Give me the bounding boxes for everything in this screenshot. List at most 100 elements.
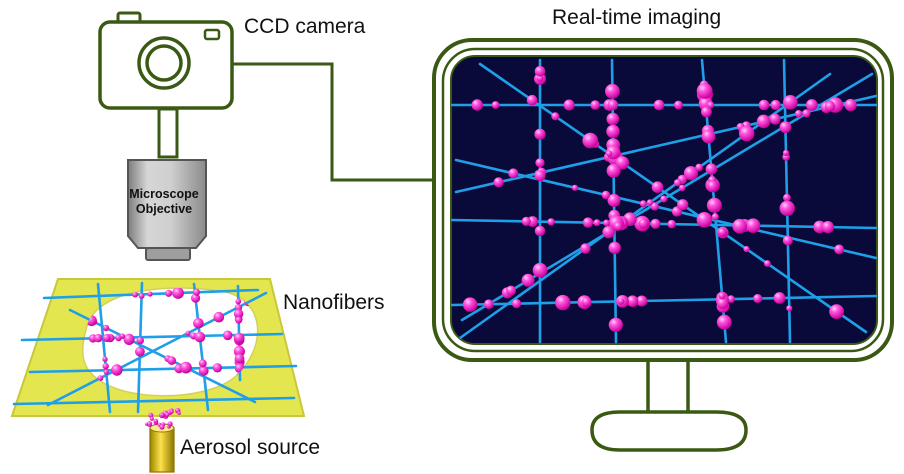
particle-dot [94, 334, 103, 343]
particle-dot [111, 364, 123, 376]
particle-dot [493, 177, 504, 188]
ccd-camera-label: CCD camera [244, 15, 366, 38]
particle-dot [674, 100, 683, 110]
particle-dot [193, 318, 204, 329]
particle-dot [753, 294, 763, 303]
particle-dot [779, 121, 792, 134]
particle-dot [758, 99, 770, 111]
aerosol-particle [165, 412, 170, 417]
particle-dot [534, 170, 546, 182]
particle-dot [615, 156, 629, 170]
particle-dot [547, 218, 555, 226]
aerosol-source-icon [145, 407, 181, 473]
particle-dot [212, 363, 223, 373]
particle-dot [235, 316, 243, 324]
particle-dot [580, 243, 591, 254]
monitor-icon [432, 38, 894, 452]
particle-dot [222, 330, 233, 341]
particle-dot [484, 299, 494, 310]
particle-dot [506, 285, 516, 296]
particle-dot [650, 218, 661, 229]
particle-dot [147, 291, 153, 297]
particle-dot [233, 345, 245, 357]
particle-dot [213, 311, 225, 323]
aerosol-particle [169, 409, 174, 414]
particle-dot [606, 150, 613, 157]
particle-dot [233, 309, 244, 319]
particle-dot [136, 336, 144, 345]
aerosol-source-label: Aerosol source [180, 436, 321, 459]
particle-dot [639, 200, 647, 208]
particle-dot [626, 295, 639, 308]
particle-dot [707, 180, 719, 192]
particle-dot [677, 199, 689, 211]
particle-dot [590, 100, 600, 110]
particle-dot [718, 292, 726, 300]
particle-dot [667, 219, 676, 229]
particle-dot [581, 297, 592, 307]
nanofiber-substrate [10, 278, 306, 417]
particle-dot [756, 114, 771, 129]
particle-dot [678, 184, 686, 192]
particle-dot [653, 99, 665, 111]
aerosol-particle [177, 411, 181, 415]
particle-dot [718, 228, 727, 237]
particle-dot [193, 288, 201, 296]
particle-dot [773, 292, 786, 304]
particle-dot [707, 101, 715, 109]
particle-dot [743, 246, 750, 253]
particle-dot [786, 305, 793, 312]
particle-dot [462, 297, 478, 312]
particle-dot [471, 99, 483, 111]
particle-dot [617, 298, 625, 305]
particle-dot [534, 128, 546, 140]
particle-dot [563, 99, 575, 111]
particle-dot [601, 190, 611, 200]
particle-dot [732, 218, 747, 234]
particle-dot [123, 333, 135, 345]
particle-dot [646, 199, 654, 206]
particle-dot [135, 346, 145, 357]
particle-dot [511, 299, 522, 309]
aerosol-particle [167, 421, 173, 427]
particle-dot [727, 295, 735, 303]
particle-dot [705, 163, 717, 175]
particle-dot [638, 218, 649, 229]
aerosol-particle [146, 421, 153, 427]
aerosol-particle [161, 413, 165, 417]
particle-dot [783, 193, 791, 202]
particle-dot [535, 158, 545, 168]
particle-dot [180, 361, 192, 374]
particle-dot [673, 179, 682, 187]
particle-dot [602, 225, 615, 239]
particle-dot [191, 293, 201, 303]
particle-dot [593, 219, 601, 227]
particle-dot [651, 181, 664, 193]
particle-dot [582, 217, 594, 228]
particle-dot [606, 124, 620, 139]
nanofibers-label: Nanofibers [283, 291, 385, 314]
particle-dot [534, 225, 546, 237]
particle-dot [779, 200, 795, 216]
particle-dot [198, 359, 207, 368]
particle-dot [571, 184, 579, 191]
aerosol-particle [153, 418, 159, 424]
particle-dot [97, 375, 104, 382]
particle-dot [521, 216, 531, 226]
particle-dot [165, 289, 173, 297]
aerosol-particle [145, 422, 148, 426]
aerosol-particle [148, 412, 154, 418]
particle-dot [711, 213, 719, 221]
particle-dot [829, 304, 844, 319]
particle-dot [233, 332, 245, 344]
particle-dot [532, 262, 548, 278]
particle-dot [234, 353, 245, 364]
particle-dot [650, 202, 659, 211]
particle-dot [716, 314, 732, 330]
aerosol-particle [159, 424, 165, 430]
particle-dot [821, 221, 835, 234]
aerosol-particle [149, 416, 154, 421]
particle-dot [636, 295, 648, 307]
particle-dot [607, 99, 619, 111]
particle-dot [235, 298, 242, 305]
